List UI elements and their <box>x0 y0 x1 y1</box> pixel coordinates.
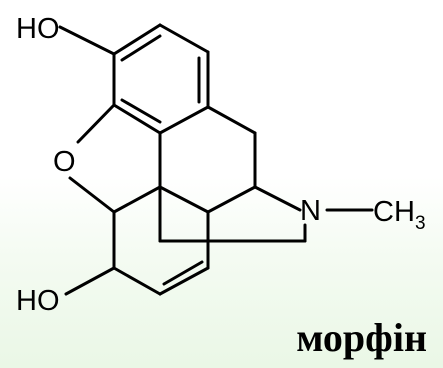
bond-c6-c7 <box>112 266 162 296</box>
atom-label-oh-top: HO <box>16 13 60 45</box>
atom-label-methyl: CH <box>373 196 415 228</box>
bond-c7-c8-inner <box>162 260 204 286</box>
atom-label-oh-bottom: HO <box>16 285 60 317</box>
bond-c4-o <box>76 103 116 144</box>
bond-lines <box>58 23 374 296</box>
bond-ring-a-3 <box>158 23 210 54</box>
bond-ring-a-5 <box>158 105 210 135</box>
bond-ring-a-2 <box>112 23 162 56</box>
bond-ring-a-6 <box>112 103 162 135</box>
bond-oh-top <box>58 25 116 56</box>
atom-label-oxygen: O <box>53 146 76 178</box>
bond-ring-a-6-inner <box>120 98 162 124</box>
bond-c9-n <box>253 185 302 212</box>
bond-o-c5 <box>68 176 116 214</box>
bond-c7-c8 <box>158 266 210 296</box>
compound-name: морфін <box>296 315 427 360</box>
bond-c13-c14 <box>158 185 210 214</box>
atom-label-methyl-subscript: 3 <box>415 213 426 234</box>
bond-c11-c10 <box>206 105 257 135</box>
bond-ring-a-2-inner <box>120 34 162 62</box>
bond-c9-c14 <box>206 185 257 214</box>
bond-c13-c5 <box>112 185 162 214</box>
atom-label-nitrogen: N <box>300 195 321 227</box>
bond-oh-bottom <box>64 266 116 296</box>
